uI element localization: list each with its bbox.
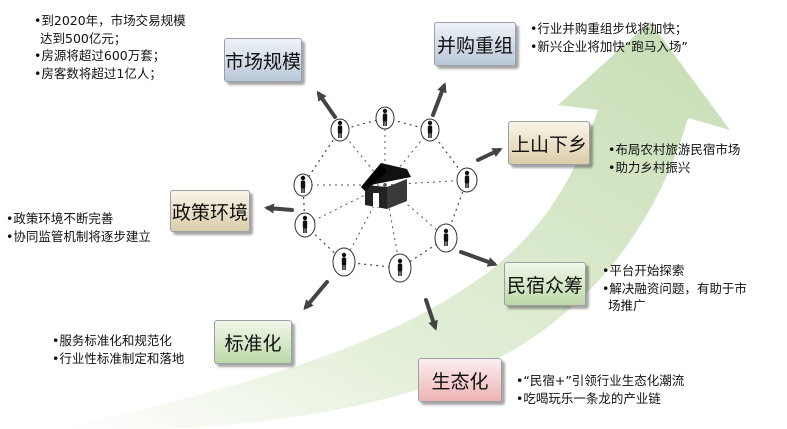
- note-line: •政策环境不断完善: [6, 211, 114, 226]
- note-line: •房客数将超过1亿人；: [34, 65, 162, 81]
- note-line: •吃喝玩乐一条龙的产业链: [516, 390, 661, 406]
- policy-notes: •政策环境不断完善 •协同监管机制将逐步建立: [6, 210, 151, 245]
- eco-notes: •“民宿+”引领行业生态化潮流 •吃喝玩乐一条龙的产业链: [516, 372, 684, 407]
- note-line: •解决融资问题，有助于市: [602, 280, 747, 296]
- arrow-to-market: [316, 90, 337, 119]
- node-market: 市场规模: [224, 38, 302, 82]
- arrow-to-crowd: [459, 250, 498, 267]
- node-policy: 政策环境: [170, 190, 250, 232]
- node-standard: 标准化: [214, 320, 292, 364]
- note-line: •服务标准化和规范化: [52, 333, 172, 348]
- standard-notes: •服务标准化和规范化 •行业性标准制定和落地: [52, 332, 184, 367]
- house-icon: [361, 163, 411, 209]
- arrow-to-standard: [303, 280, 329, 311]
- node-eco: 生态化: [418, 358, 502, 402]
- node-crowd: 民宿众筹: [504, 262, 586, 306]
- note-line: •行业性标准制定和落地: [52, 350, 185, 366]
- arrow-to-merger: [431, 82, 447, 117]
- note-line: •新兴企业将加快“跑马入场”: [530, 38, 688, 54]
- merger-notes: •行业并购重组步伐将加快； •新兴企业将加快“跑马入场”: [530, 20, 688, 55]
- note-line: •行业并购重组步伐将加快；: [530, 21, 688, 36]
- note-line: •协同监管机制将逐步建立: [6, 228, 151, 244]
- note-line: 场推广: [608, 298, 646, 313]
- market-notes: •到2020年，市场交易规模 达到500亿元； •房源将超过600万套； •房客…: [34, 12, 186, 82]
- node-rural: 上山下乡: [508, 121, 590, 165]
- node-merger: 并购重组: [434, 22, 516, 66]
- dotted-ring: [302, 117, 468, 269]
- note-line: •“民宿+”引领行业生态化潮流: [516, 373, 685, 388]
- growth-arrow-band: [60, 22, 730, 429]
- note-line: •房源将超过600万套；: [34, 48, 166, 63]
- note-line: •助力乡村振兴: [608, 159, 691, 175]
- note-line: •到2020年，市场交易规模: [34, 13, 186, 28]
- note-line: •布局农村旅游民宿市场: [608, 142, 741, 157]
- arrow-to-eco: [424, 298, 438, 331]
- arrow-to-policy: [264, 203, 294, 214]
- crowd-notes: •平台开始探索 •解决融资问题，有助于市 场推广: [602, 262, 747, 315]
- rural-notes: •布局农村旅游民宿市场 •助力乡村振兴: [608, 141, 740, 176]
- note-line: •平台开始探索: [602, 263, 685, 278]
- note-line: 达到500亿元；: [40, 30, 127, 46]
- arrow-to-rural: [476, 148, 503, 162]
